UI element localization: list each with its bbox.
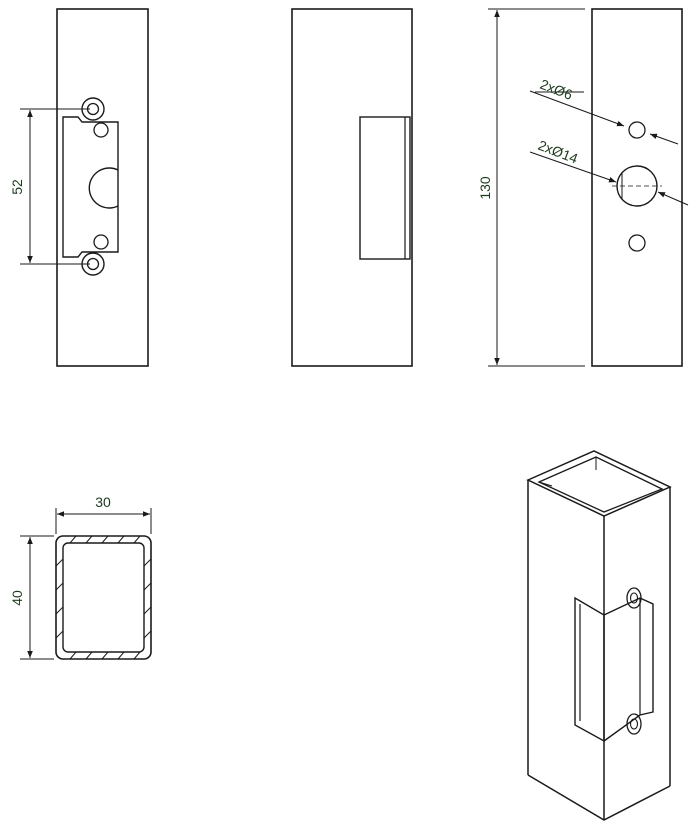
cross-section: 30 40: [9, 494, 152, 660]
small-hole-bottom: [93, 234, 109, 250]
section-hatching: [55, 535, 152, 660]
large-hole-front: [88, 167, 119, 209]
side-view: [291, 8, 413, 367]
dimension-130: 130: [477, 176, 493, 200]
side-view-outline: [291, 8, 413, 367]
back-view-outline: [591, 8, 683, 367]
dimension-30: 30: [95, 494, 111, 510]
side-cutout: [359, 116, 411, 260]
isometric-view: [526, 450, 672, 821]
small-hole-top: [93, 122, 109, 138]
front-view: 52: [9, 8, 149, 367]
iso-hole-top: [626, 587, 642, 609]
section-outer: [55, 535, 152, 660]
front-view-outline: [56, 8, 149, 367]
section-inner: [62, 542, 145, 653]
iso-cutout: [574, 596, 605, 743]
dimension-40: 40: [9, 590, 25, 606]
iso-top-outer: [526, 450, 672, 517]
back-view: 2xØ6 2xØ14 130: [477, 8, 689, 367]
iso-cutout-right: [603, 597, 654, 742]
iso-top-inner: [537, 456, 664, 513]
dimension-52: 52: [9, 179, 25, 195]
strike-cutout: [62, 116, 119, 258]
iso-hole-bottom: [626, 713, 642, 735]
iso-hole-top-inner: [629, 592, 639, 604]
back-hole-small-bottom: [628, 234, 646, 252]
dimension-2xd6: 2xØ6: [538, 76, 575, 103]
back-hole-small-top: [628, 121, 646, 139]
iso-hole-bottom-inner: [629, 718, 639, 730]
iso-bottom: [527, 774, 671, 821]
